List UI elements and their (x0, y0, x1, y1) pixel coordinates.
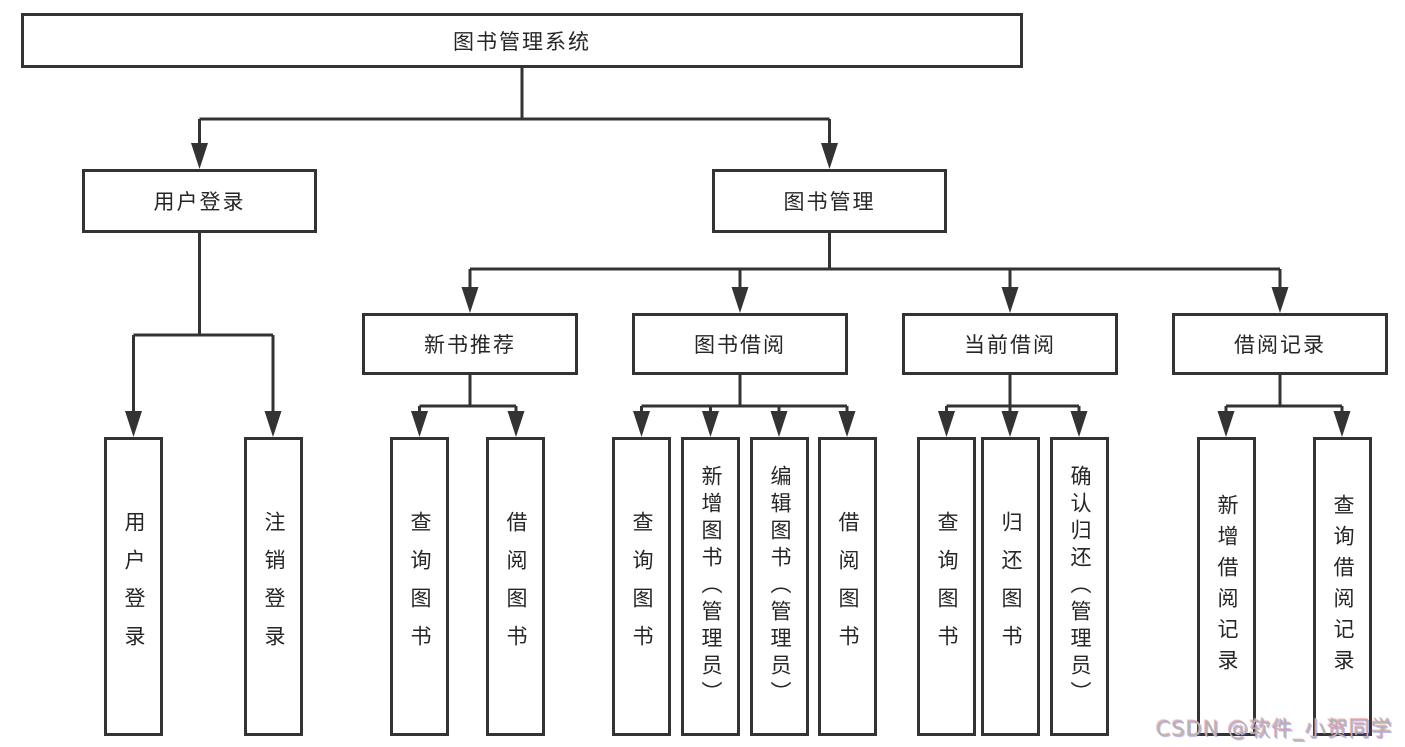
arrow-head (838, 411, 856, 437)
node-label: 借阅记录 (1234, 333, 1326, 357)
node-label: 图书借阅 (694, 333, 786, 357)
node-label: 图书管理 (783, 190, 876, 214)
edge-line (418, 375, 518, 415)
edge-line (945, 375, 1081, 415)
leaf-label: 借阅图书 (504, 510, 528, 663)
leaf-label: 确认归还（管理员） (1068, 465, 1092, 708)
leaf-label: 新增图书（管理员） (699, 465, 723, 708)
edge-line (198, 68, 831, 146)
arrow-head (264, 411, 282, 437)
node-label: 图书管理系统 (453, 29, 591, 54)
node-library-management-system: 图书管理系统 (21, 13, 1023, 68)
leaf-borrow-books-recommend: 借阅图书 (486, 437, 545, 736)
edge-book-management-to-level3 (461, 233, 1289, 313)
arrow-head (770, 411, 788, 437)
leaf-borrow-books: 借阅图书 (818, 437, 877, 736)
leaf-edit-books-admin: 编辑图书（管理员） (750, 437, 809, 736)
arrow-head (1001, 287, 1019, 313)
node-user-login: 用户登录 (82, 169, 317, 233)
arrow-head (125, 411, 142, 437)
leaf-query-borrow-record: 查询借阅记录 (1313, 437, 1372, 736)
node-new-book-recommendation: 新书推荐 (362, 313, 578, 375)
arrow-head (821, 143, 838, 169)
node-book-borrowing: 图书借阅 (632, 313, 848, 375)
arrow-head (411, 411, 428, 437)
leaf-add-borrow-record: 新增借阅记录 (1197, 437, 1256, 736)
arrow-head (938, 411, 955, 437)
node-book-management: 图书管理 (712, 169, 947, 233)
edge-book-borrowing-to-leaves (633, 375, 856, 437)
node-current-borrowing: 当前借阅 (902, 313, 1118, 375)
arrow-head (1217, 411, 1235, 437)
leaf-label: 查询图书 (408, 510, 432, 663)
arrow-head (1333, 411, 1351, 437)
leaf-add-books-admin: 新增图书（管理员） (681, 437, 740, 736)
leaf-label: 查询图书 (630, 510, 654, 663)
leaf-confirm-return-admin: 确认归还（管理员） (1050, 437, 1109, 736)
edge-line (640, 375, 849, 415)
edge-line (1224, 375, 1344, 415)
edge-user-login-to-leaves (125, 233, 282, 437)
leaf-label: 用户登录 (122, 510, 146, 663)
node-label: 当前借阅 (964, 333, 1056, 357)
arrow-head (507, 411, 525, 437)
arrow-head (1070, 411, 1088, 437)
arrow-head (1001, 411, 1019, 437)
leaf-label: 编辑图书（管理员） (768, 465, 792, 708)
node-label: 用户登录 (153, 190, 246, 214)
node-borrowing-records: 借阅记录 (1172, 313, 1388, 375)
leaf-query-books-recommend: 查询图书 (390, 437, 449, 736)
node-label: 新书推荐 (424, 333, 516, 357)
leaf-label: 新增借阅记录 (1215, 493, 1239, 680)
edge-root-to-level2 (191, 68, 838, 169)
leaf-label: 查询借阅记录 (1331, 493, 1355, 680)
leaf-query-books-current: 查询图书 (917, 437, 976, 736)
edge-current-borrowing-to-leaves (938, 375, 1088, 437)
leaf-label: 注销登录 (262, 510, 286, 663)
edge-line (132, 233, 275, 415)
arrow-head (731, 287, 749, 313)
leaf-user-login: 用户登录 (104, 437, 163, 736)
edge-new-book-recommendation-to-leaves (411, 375, 525, 437)
arrow-head (633, 411, 650, 437)
leaf-query-books-borrowing: 查询图书 (612, 437, 671, 736)
arrow-head (1271, 287, 1289, 313)
arrow-head (461, 287, 479, 313)
arrow-head (702, 411, 719, 437)
edge-line (468, 233, 1282, 291)
csdn-watermark: CSDN @软件_小贺同学 (1155, 717, 1393, 741)
leaf-return-books: 归还图书 (981, 437, 1040, 736)
leaf-label: 归还图书 (999, 510, 1023, 663)
leaf-label: 查询图书 (935, 510, 959, 663)
leaf-logout: 注销登录 (244, 437, 303, 736)
arrow-head (191, 143, 208, 169)
edge-borrowing-records-to-leaves (1217, 375, 1351, 437)
leaf-label: 借阅图书 (836, 510, 860, 663)
